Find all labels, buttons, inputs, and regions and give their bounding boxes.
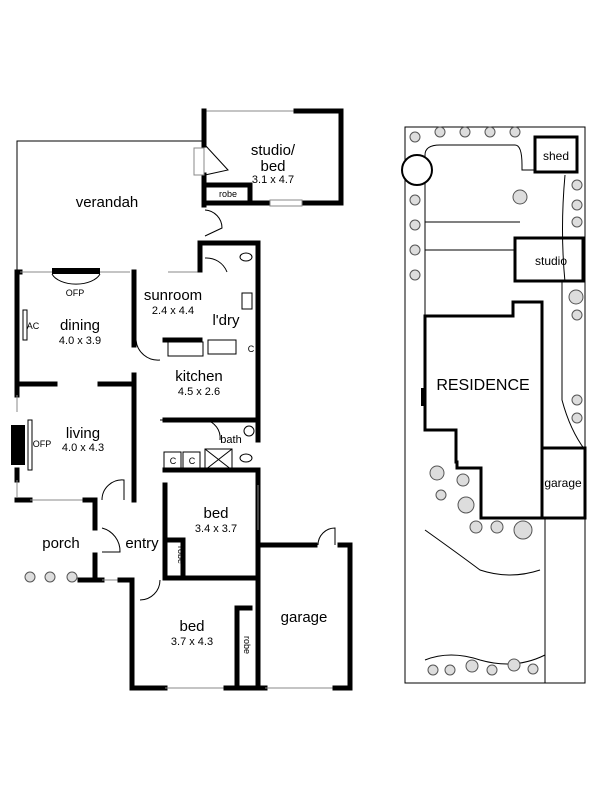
dining-ofp-label: OFP [66, 288, 85, 298]
studio-room [193, 108, 344, 237]
dining-label: dining [60, 317, 100, 334]
room-labels: studio/ bed 3.1 x 4.7 robe verandah sunr… [27, 142, 328, 654]
fixtures [22, 252, 336, 601]
laundry-label: l'dry [212, 312, 240, 329]
site-boundary [404, 126, 586, 684]
bed2-robe-label: robe [242, 636, 252, 654]
site-residence-label: RESIDENCE [436, 377, 529, 394]
bath-label: bath [220, 434, 241, 446]
studio-robe-label: robe [219, 189, 237, 199]
verandah-outline [16, 140, 204, 270]
living-size: 4.0 x 4.3 [62, 442, 104, 454]
site-studio-label: studio [535, 254, 567, 268]
site-plan: shed studio RESIDENCE garage [401, 126, 587, 684]
bed1-size: 3.4 x 3.7 [195, 523, 237, 535]
porch-label: porch [42, 535, 80, 552]
dining-ac-label: AC [27, 321, 40, 331]
studio-label: studio/ [251, 142, 296, 159]
living-label: living [66, 425, 100, 442]
verandah-label: verandah [76, 194, 139, 211]
cupboard-2-label: C [189, 456, 196, 466]
kitchen-label: kitchen [175, 368, 223, 385]
site-garage-label: garage [544, 476, 582, 490]
dining-size: 4.0 x 3.9 [59, 335, 101, 347]
bed2-size: 3.7 x 4.3 [171, 636, 213, 648]
studio-size: 3.1 x 4.7 [252, 174, 294, 186]
garage-label: garage [281, 609, 328, 626]
sunroom-size: 2.4 x 4.4 [152, 305, 194, 317]
bed2-label: bed [179, 618, 204, 635]
sunroom-label: sunroom [144, 287, 202, 304]
site-shed-label: shed [543, 149, 569, 163]
cupboard-1-label: C [170, 456, 177, 466]
studio-label-2: bed [260, 158, 285, 175]
kitchen-size: 4.5 x 2.6 [178, 386, 220, 398]
living-ofp-label: OFP [33, 439, 52, 449]
kitchen-cupboard-label: C [248, 344, 255, 354]
bed1-label: bed [203, 505, 228, 522]
entry-label: entry [125, 535, 159, 552]
bed1-robe-label: robe [176, 546, 186, 564]
